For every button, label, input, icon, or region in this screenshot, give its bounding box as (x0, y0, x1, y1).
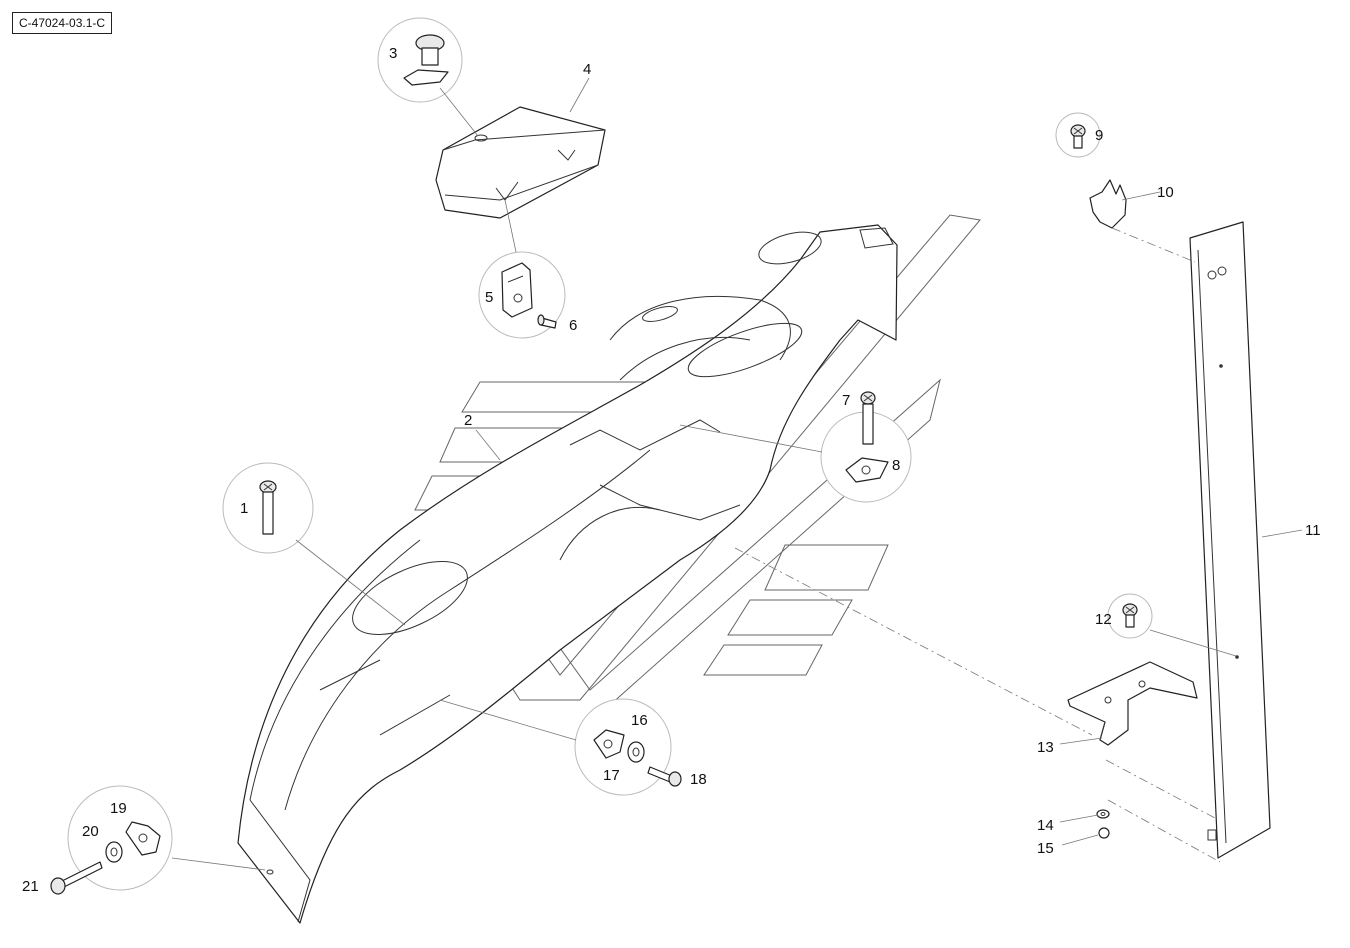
detail-circle-19-20-21 (50, 785, 173, 895)
callout-18: 18 (690, 771, 707, 788)
callout-9: 9 (1095, 127, 1103, 144)
callout-6: 6 (569, 317, 577, 334)
diagram-reference-code: C-47024-03.1-C (12, 12, 113, 34)
callout-15: 15 (1037, 840, 1054, 857)
storage-lid (435, 106, 606, 219)
side-panel (1189, 221, 1271, 859)
detail-circle-3 (377, 17, 463, 103)
detail-circle-5-6 (478, 251, 566, 339)
leader-lines (171, 77, 1303, 871)
callout-14: 14 (1037, 817, 1054, 834)
callout-16: 16 (631, 712, 648, 729)
callout-1: 1 (240, 500, 248, 517)
seat-base-assembly (237, 224, 898, 924)
callout-11: 11 (1305, 522, 1321, 539)
callout-13: 13 (1037, 739, 1054, 756)
callout-12: 12 (1095, 611, 1112, 628)
callout-17: 17 (603, 767, 620, 784)
callout-4: 4 (583, 61, 591, 78)
callout-19: 19 (110, 800, 127, 817)
callout-labels: 1 2 3 4 5 6 7 8 9 10 11 12 13 14 15 16 1… (22, 45, 1321, 895)
detail-circle-7-8 (820, 391, 912, 503)
callout-3: 3 (389, 45, 397, 62)
callout-20: 20 (82, 823, 99, 840)
detail-circle-16-17-18 (574, 698, 682, 796)
callout-10: 10 (1157, 184, 1174, 201)
washer-and-nut (1096, 809, 1110, 839)
callout-2: 2 (464, 412, 472, 429)
detail-circle-1 (222, 462, 314, 554)
callout-8: 8 (892, 457, 900, 474)
callout-21: 21 (22, 878, 39, 895)
callout-7: 7 (842, 392, 850, 409)
detail-circle-12 (1107, 593, 1153, 639)
alignment-lines (734, 227, 1221, 863)
detail-circle-9-10 (1055, 112, 1127, 229)
callout-5: 5 (485, 289, 493, 306)
mounting-bracket (1067, 661, 1198, 746)
